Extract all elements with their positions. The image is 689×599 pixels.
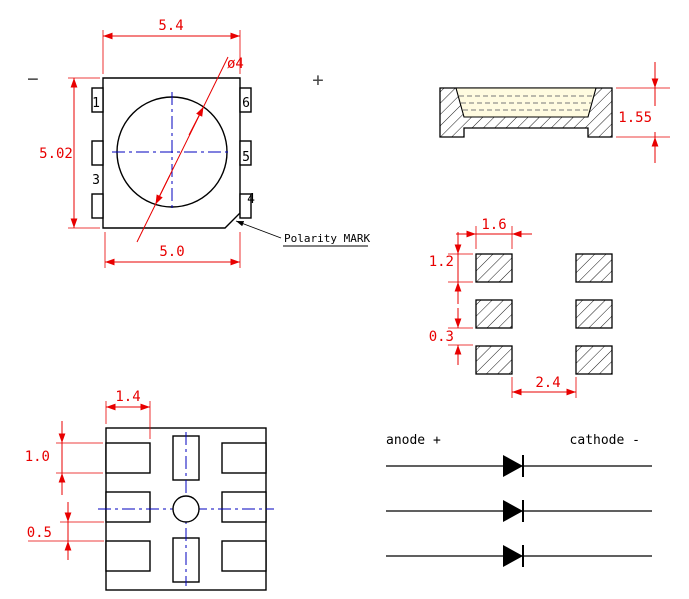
dim-top-width-value: 5.4 <box>158 18 183 34</box>
dim-bottom-pad-gap: 0.5 <box>27 502 104 560</box>
anode-label: anode + <box>386 433 441 448</box>
lens-centerlines <box>112 92 232 212</box>
dim-pad-height-value: 1.2 <box>429 254 454 270</box>
cathode-label: cathode - <box>570 433 640 448</box>
solder-pads <box>475 253 613 375</box>
pin-label-5: 5 <box>242 150 250 165</box>
dim-column-gap-value: 2.4 <box>535 375 560 391</box>
top-view: − + 1 3 6 5 4 <box>27 18 370 268</box>
dim-row-gap-value: 0.3 <box>429 329 454 345</box>
diode-symbol <box>503 500 523 522</box>
diode-symbol <box>503 455 523 477</box>
circuit-diagram: anode + cathode - <box>386 433 652 567</box>
minus-sign: − <box>27 68 38 90</box>
pin-label-1: 1 <box>92 96 100 111</box>
solder-pad-layout: 1.6 1.2 0.3 2.4 <box>429 217 613 398</box>
dim-left-height-value: 5.02 <box>39 146 73 162</box>
dim-bottom-pad-height: 1.0 <box>25 421 103 495</box>
pin-label-4: 4 <box>247 192 255 207</box>
dim-bottom-pad-width-value: 1.4 <box>115 389 140 405</box>
diode-row-1 <box>386 455 652 477</box>
dim-lens-diameter-value: ø4 <box>227 56 244 72</box>
dim-pad-width: 1.6 <box>456 217 532 249</box>
dim-side-height: 1.55 <box>616 62 670 163</box>
dim-bottom-pad-gap-value: 0.5 <box>27 525 52 541</box>
dim-bottom-width-value: 5.0 <box>159 244 184 260</box>
dim-row-gap: 0.3 <box>429 308 473 365</box>
dim-top-width: 5.4 <box>102 18 241 74</box>
bottom-view: 1.4 1.0 0.5 <box>25 389 274 591</box>
dim-bottom-pad-width: 1.4 <box>105 389 151 439</box>
lens-cavity <box>455 87 597 118</box>
diode-symbol <box>503 545 523 567</box>
dim-bottom-width: 5.0 <box>104 232 241 268</box>
dim-pad-height: 1.2 <box>429 232 473 304</box>
side-view: 1.55 <box>439 62 670 163</box>
dim-pad-width-value: 1.6 <box>481 217 506 233</box>
cavity-dashed-lines <box>459 95 593 111</box>
package-pads <box>91 87 252 219</box>
plus-sign: + <box>312 69 323 91</box>
dim-side-height-value: 1.55 <box>618 110 652 126</box>
center-hole <box>172 495 200 523</box>
polarity-mark-label: Polarity MARK <box>284 232 370 245</box>
polarity-mark-callout: Polarity MARK <box>235 220 370 247</box>
diode-row-3 <box>386 545 652 567</box>
dim-bottom-pad-height-value: 1.0 <box>25 449 50 465</box>
pin-label-6: 6 <box>242 96 250 111</box>
pin-label-3: 3 <box>92 173 100 188</box>
dim-column-gap: 2.4 <box>511 375 577 398</box>
pin-numbers: 1 3 6 5 4 <box>92 96 255 207</box>
dim-left-height: 5.02 <box>39 77 100 229</box>
diode-row-2 <box>386 500 652 522</box>
